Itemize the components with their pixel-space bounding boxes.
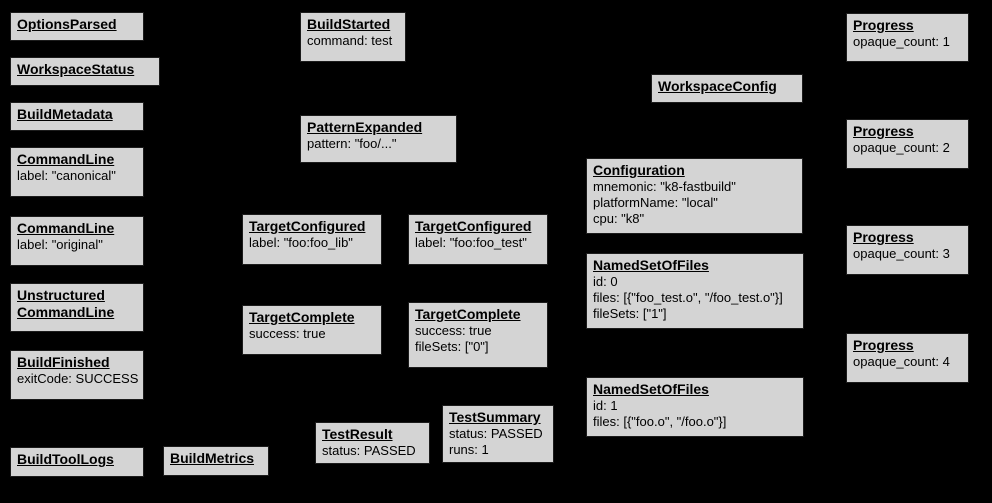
node-field: platformName: "local" (593, 195, 718, 210)
node-test-summary: TestSummary status: PASSED runs: 1 (442, 405, 554, 463)
node-title: PatternExpanded (307, 119, 423, 135)
node-field: success: true (249, 326, 326, 341)
node-field: files: [{"foo_test.o", "/foo_test.o"}] (593, 290, 783, 305)
node-named-set-of-files-1: NamedSetOfFiles id: 1 files: [{"foo.o", … (586, 377, 804, 437)
node-field: mnemonic: "k8-fastbuild" (593, 179, 736, 194)
node-build-started: BuildStarted command: test (300, 12, 406, 62)
node-command-line-canonical: CommandLine label: "canonical" (10, 147, 144, 197)
node-title: BuildMetadata (17, 106, 113, 122)
node-progress-2: Progress opaque_count: 2 (846, 119, 969, 169)
node-field: status: PASSED (322, 443, 416, 458)
node-field: label: "canonical" (17, 168, 116, 183)
node-field: opaque_count: 1 (853, 34, 950, 49)
node-workspace-config: WorkspaceConfig (651, 74, 803, 103)
node-field: success: true (415, 323, 492, 338)
node-title: TargetComplete (415, 306, 521, 322)
node-pattern-expanded: PatternExpanded pattern: "foo/..." (300, 115, 457, 163)
node-progress-3: Progress opaque_count: 3 (846, 225, 969, 275)
node-title: CommandLine (17, 220, 115, 236)
node-title: OptionsParsed (17, 16, 117, 32)
node-title: TargetConfigured (249, 218, 366, 234)
node-title: TestResult (322, 426, 393, 442)
node-title: BuildMetrics (170, 450, 255, 466)
node-title: WorkspaceStatus (17, 61, 135, 77)
node-build-tool-logs: BuildToolLogs (10, 447, 144, 477)
node-field: runs: 1 (449, 442, 489, 457)
node-field: opaque_count: 3 (853, 246, 950, 261)
node-field: label: "original" (17, 237, 103, 252)
node-target-configured-foo-lib: TargetConfigured label: "foo:foo_lib" (242, 214, 382, 265)
node-progress-4: Progress opaque_count: 4 (846, 333, 969, 383)
node-build-metrics: BuildMetrics (163, 446, 269, 476)
node-field: id: 1 (593, 398, 618, 413)
node-target-complete-foo-test: TargetComplete success: true fileSets: [… (408, 302, 548, 368)
node-field: pattern: "foo/..." (307, 136, 397, 151)
node-field: fileSets: ["0"] (415, 339, 489, 354)
node-field: exitCode: SUCCESS (17, 371, 139, 386)
node-build-metadata: BuildMetadata (10, 102, 144, 131)
node-title: TestSummary (449, 409, 541, 425)
node-title: NamedSetOfFiles (593, 257, 709, 273)
node-field: label: "foo:foo_lib" (249, 235, 353, 250)
node-title: BuildFinished (17, 354, 110, 370)
node-test-result: TestResult status: PASSED (315, 422, 430, 464)
node-title: Progress (853, 17, 914, 33)
node-field: status: PASSED (449, 426, 543, 441)
node-progress-1: Progress opaque_count: 1 (846, 13, 969, 62)
node-title: CommandLine (17, 151, 115, 167)
node-title: NamedSetOfFiles (593, 381, 709, 397)
node-title: WorkspaceConfig (658, 78, 777, 94)
node-field: opaque_count: 2 (853, 140, 950, 155)
node-title: BuildStarted (307, 16, 391, 32)
node-field: cpu: "k8" (593, 211, 645, 226)
node-workspace-status: WorkspaceStatus (10, 57, 160, 86)
node-title: BuildToolLogs (17, 451, 114, 467)
node-field: files: [{"foo.o", "/foo.o"}] (593, 414, 727, 429)
node-command-line-original: CommandLine label: "original" (10, 216, 144, 266)
node-build-finished: BuildFinished exitCode: SUCCESS (10, 350, 144, 400)
node-field: fileSets: ["1"] (593, 306, 667, 321)
node-title: Configuration (593, 162, 685, 178)
node-field: command: test (307, 33, 393, 48)
node-title: TargetConfigured (415, 218, 532, 234)
node-target-configured-foo-test: TargetConfigured label: "foo:foo_test" (408, 214, 548, 265)
node-title: Progress (853, 337, 914, 353)
node-field: label: "foo:foo_test" (415, 235, 527, 250)
node-configuration: Configuration mnemonic: "k8-fastbuild" p… (586, 158, 803, 234)
node-field: opaque_count: 4 (853, 354, 950, 369)
node-title: Unstructured CommandLine (17, 287, 115, 320)
node-title: Progress (853, 123, 914, 139)
node-unstructured-command-line: Unstructured CommandLine (10, 283, 144, 332)
node-title: Progress (853, 229, 914, 245)
node-target-complete-foo-lib: TargetComplete success: true (242, 305, 382, 355)
node-options-parsed: OptionsParsed (10, 12, 144, 41)
node-named-set-of-files-0: NamedSetOfFiles id: 0 files: [{"foo_test… (586, 253, 804, 329)
node-field: id: 0 (593, 274, 618, 289)
node-title: TargetComplete (249, 309, 355, 325)
